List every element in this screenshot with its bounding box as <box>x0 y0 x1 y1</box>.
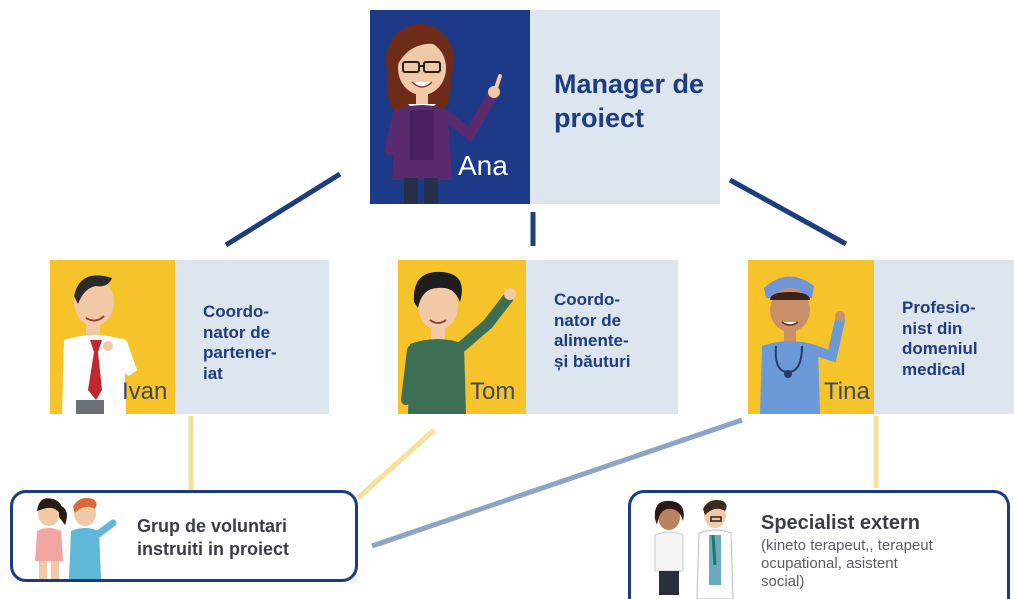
volunteers-couple-icon <box>35 498 117 579</box>
avatar-nurse-icon <box>760 276 845 414</box>
avatar-woman-glasses-icon <box>384 24 502 204</box>
tina-role-panel: Profesio- nist din domeniul medical <box>874 260 1014 414</box>
card-tom: Tom Coordo- nator de alimente- și băutur… <box>398 260 678 414</box>
avatar-man-tie-icon <box>62 275 138 414</box>
ivan-role-panel: Coordo- nator de partener- iat <box>175 260 329 414</box>
tom-name: Tom <box>470 378 516 405</box>
manager-portrait: Ana <box>370 10 530 204</box>
connector-ana-tina <box>728 177 848 247</box>
ivan-portrait: Ivan <box>50 260 175 414</box>
ivan-name: Ivan <box>122 378 168 405</box>
volunteers-title: Grup de voluntari instruiti in proiect <box>137 516 290 559</box>
ivan-role: Coordo- nator de partener- iat <box>203 302 277 384</box>
connector-ana-ivan <box>224 171 342 248</box>
tom-portrait: Tom <box>398 260 526 414</box>
card-tina: Tina Profesio- nist din domeniul medical <box>748 260 1014 414</box>
tina-role: Profesio- nist din domeniul medical <box>902 298 978 380</box>
tom-role: Coordo- nator de alimente- și băuturi <box>554 290 631 372</box>
manager-role-panel: Manager de proiect <box>530 10 720 204</box>
card-ivan: Ivan Coordo- nator de partener- iat <box>50 260 329 414</box>
tina-portrait: Tina <box>748 260 874 414</box>
specialist-title: Specialist extern <box>761 512 920 534</box>
tina-name: Tina <box>824 378 870 405</box>
manager-name: Ana <box>458 150 508 181</box>
specialist-box: Specialist extern (kineto terapeut,, ter… <box>628 490 1010 599</box>
card-manager: Ana Manager de proiect <box>370 10 720 204</box>
avatar-man-waving-icon <box>401 271 516 414</box>
manager-role: Manager de proiect <box>554 69 705 133</box>
connector-tom-volunteers <box>356 428 436 500</box>
specialist-subtitle: (kineto terapeut,, terapeut ocupational,… <box>761 537 933 590</box>
volunteers-box: Grup de voluntari instruiti in proiect <box>10 490 358 582</box>
connector-tina-volunteers <box>371 417 743 549</box>
specialists-duo-icon <box>654 500 734 599</box>
tom-role-panel: Coordo- nator de alimente- și băuturi <box>526 260 678 414</box>
